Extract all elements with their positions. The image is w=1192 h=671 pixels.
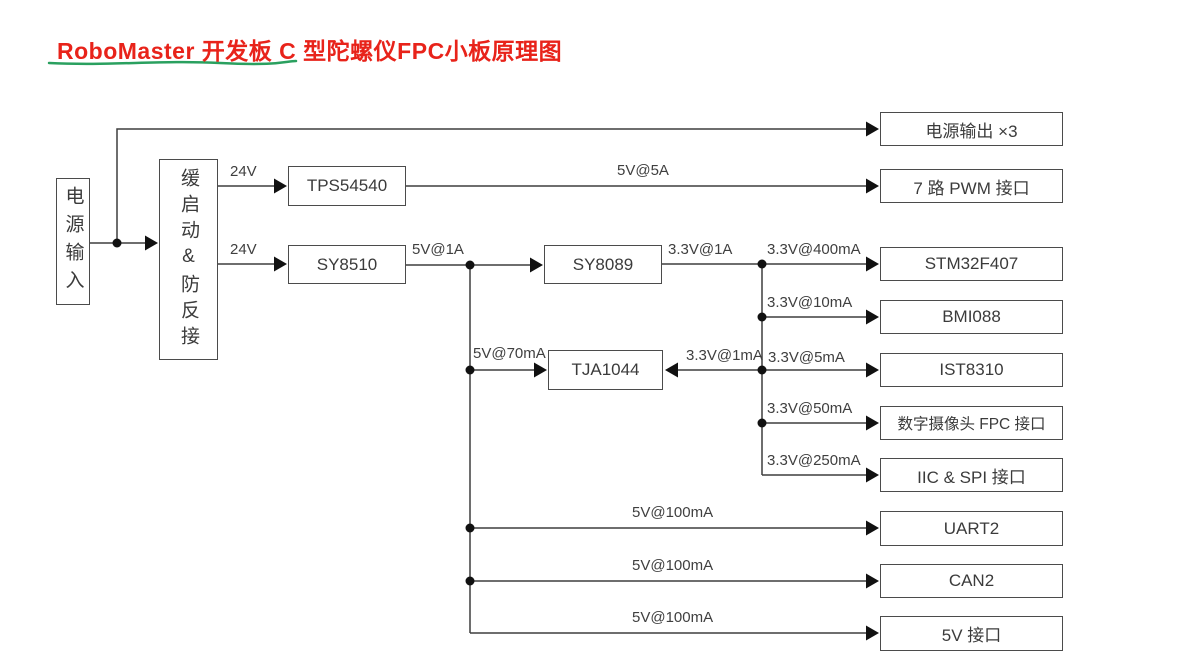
block-soft-start-anti-reverse: 缓启动&防反接 (159, 159, 218, 360)
block-tja1044: TJA1044 (548, 350, 663, 390)
wire-label-3v3-5ma: 3.3V@5mA (768, 349, 845, 366)
arrow-into-bmi088 (866, 309, 879, 325)
block-ist8310: IST8310 (880, 353, 1063, 387)
wire-label-24v-sy8510: 24V (230, 241, 257, 258)
page-title: RoboMaster 开发板 C 型陀螺仪FPC小板原理图 (57, 38, 563, 64)
wire-label-5v-100ma-5vport: 5V@100mA (632, 609, 714, 626)
arrow-into-ist8310 (866, 362, 879, 378)
block-bmi088: BMI088 (880, 300, 1063, 334)
arrowheads (145, 121, 879, 641)
arrow-into-tja1044-right (665, 362, 678, 378)
block-tps54540: TPS54540 (288, 166, 406, 206)
wire-label-3v3-10ma: 3.3V@10mA (767, 294, 853, 311)
block-power-output-x3: 电源输出 ×3 (880, 112, 1063, 146)
block-camera-fpc-interface: 数字摄像头 FPC 接口 (880, 406, 1063, 440)
junction-dots (112, 238, 767, 586)
block-5v-interface: 5V 接口 (880, 616, 1063, 651)
wire-label-5v-70ma: 5V@70mA (473, 345, 546, 362)
block-can2: CAN2 (880, 564, 1063, 598)
arrow-into-camera-fpc (866, 415, 879, 431)
wire-5v-rail (469, 265, 866, 634)
block-pwm-interface: 7 路 PWM 接口 (880, 169, 1063, 203)
wire-label-5v-1a: 5V@1A (412, 241, 464, 258)
block-sy8510: SY8510 (288, 245, 406, 284)
wire-label-3v3-400ma: 3.3V@400mA (767, 241, 861, 258)
wire-label-5v-5a: 5V@5A (617, 162, 669, 179)
title-underline (47, 59, 298, 66)
block-power-input: 电源输入 (56, 178, 90, 305)
wire-label-24v-tps: 24V (230, 163, 257, 180)
wire-label-3v3-1a: 3.3V@1A (668, 241, 733, 258)
arrow-into-can2 (866, 573, 879, 589)
wire-label-3v3-1ma: 3.3V@1mA (686, 347, 763, 364)
block-iic-spi-interface: IIC & SPI 接口 (880, 458, 1063, 492)
block-sy8089: SY8089 (544, 245, 662, 284)
arrow-into-tja1044-left (534, 362, 547, 378)
arrow-into-iic-spi (866, 467, 879, 483)
arrow-into-sy8510 (274, 256, 287, 272)
wire-to-power-output (116, 128, 866, 243)
wire-label-5v-100ma-uart2: 5V@100mA (632, 504, 714, 521)
arrow-into-stm32f407 (866, 256, 879, 272)
arrow-into-sy8089 (530, 257, 543, 273)
arrow-into-uart2 (866, 520, 879, 536)
arrow-into-5v-port (866, 625, 879, 641)
block-stm32f407: STM32F407 (880, 247, 1063, 281)
arrow-into-power-output (866, 121, 879, 137)
block-uart2: UART2 (880, 511, 1063, 546)
arrow-into-soft-start (145, 235, 158, 251)
arrow-into-pwm (866, 178, 879, 194)
arrow-into-tps54540 (274, 178, 287, 194)
wire-label-3v3-50ma: 3.3V@50mA (767, 400, 853, 417)
wire-label-3v3-250ma: 3.3V@250mA (767, 452, 861, 469)
wire-label-5v-100ma-can2: 5V@100mA (632, 557, 714, 574)
